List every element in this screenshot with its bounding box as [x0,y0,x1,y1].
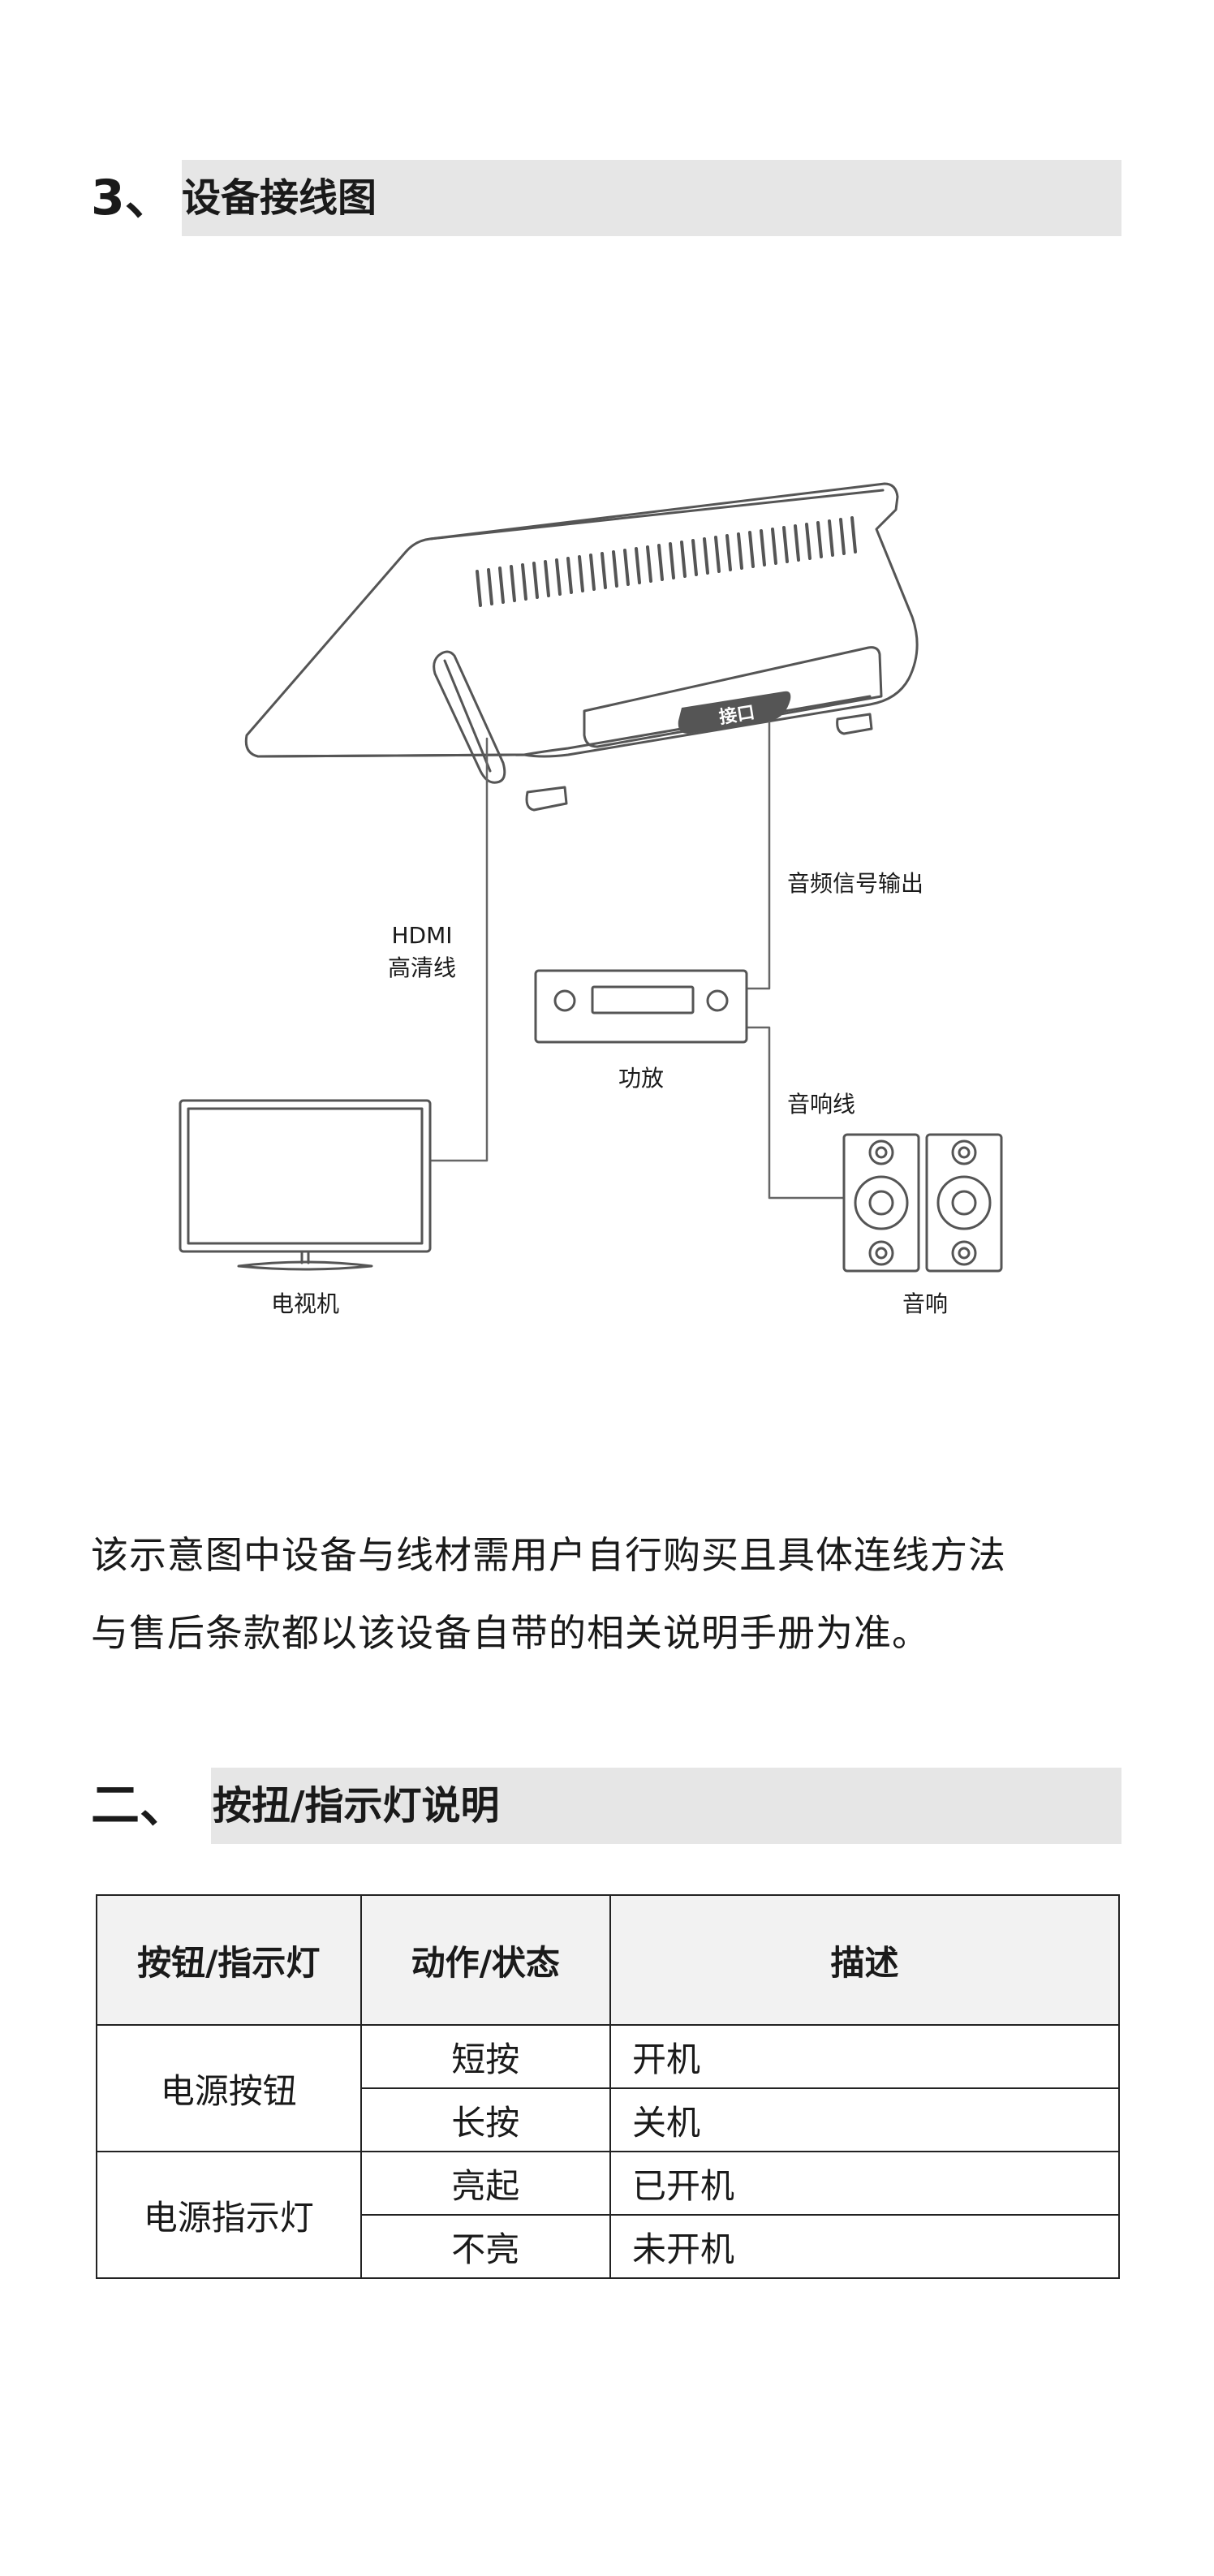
action-cell: 短按 [359,2024,612,2089]
table-row: 不亮 未开机 [97,2214,1120,2279]
note-line-1: 该示意图中设备与线材需用户自行购买且具体连线方法 [91,1533,1006,1577]
vent-slots [476,516,857,607]
row-group-name: 电源按钮 [96,2024,362,2152]
speaker-label: 音响 [902,1290,948,1317]
device-foot [836,713,873,735]
row-group-name: 电源指示灯 [96,2151,362,2279]
description-cell: 已开机 [609,2151,1120,2216]
amplifier-illustration [534,969,748,1044]
section-number: 二、 [91,1777,188,1834]
cables [428,711,846,1200]
table-row: 电源按钮 短按 开机 [96,2024,1120,2152]
description-cell: 关机 [609,2087,1120,2152]
hdmi-cable-label: 高清线 [388,954,456,981]
section-number: 3、 [91,170,174,226]
action-cell: 亮起 [359,2151,612,2216]
section-heading-wiring: 3、 设备接线图 [91,160,1121,236]
device-illustration [244,482,919,812]
hdmi-label: HDMI [391,922,452,949]
description-cell: 开机 [609,2024,1120,2089]
section-heading-buttons: 二、 按扭/指示灯说明 [91,1768,1121,1844]
amplifier-label: 功放 [618,1065,664,1092]
interface-panel [583,646,883,748]
device-foot [525,786,568,812]
action-cell: 长按 [359,2087,612,2152]
stand-slot [433,650,506,784]
hdmi-cable [428,737,489,1162]
note-line-2: 与售后条款都以该设备自带的相关说明手册为准。 [91,1611,930,1655]
table-header-row: 按钮/指示灯 动作/状态 描述 [96,1894,1120,2026]
audio-signal-cable [745,711,771,990]
port-badge: 接口 [678,691,791,734]
table-row: 电源指示灯 亮起 已开机 [96,2151,1120,2279]
header-button-indicator: 按钮/指示灯 [96,1894,362,2026]
action-cell: 不亮 [359,2214,612,2279]
speakers-illustration [842,1133,1003,1273]
header-description: 描述 [609,1894,1120,2026]
speaker-cable [745,1026,846,1200]
heading-bar [182,160,1121,236]
description-cell: 未开机 [609,2214,1120,2279]
tv-illustration [179,1099,432,1271]
audio-signal-label: 音频信号输出 [787,870,923,897]
section-title: 设备接线图 [182,175,377,221]
table-row: 长按 关机 [97,2087,1120,2152]
port-label: 接口 [718,703,756,729]
header-action-state: 动作/状态 [359,1894,612,2026]
heading-bar [211,1768,1121,1844]
speaker-cable-label: 音响线 [787,1091,855,1118]
button-indicator-table: 按钮/指示灯 动作/状态 描述 电源按钮 短按 开机 长按 关机 电源指示灯 亮… [96,1894,1120,2279]
tv-label: 电视机 [271,1290,339,1317]
section-title: 按扭/指示灯说明 [213,1783,500,1829]
